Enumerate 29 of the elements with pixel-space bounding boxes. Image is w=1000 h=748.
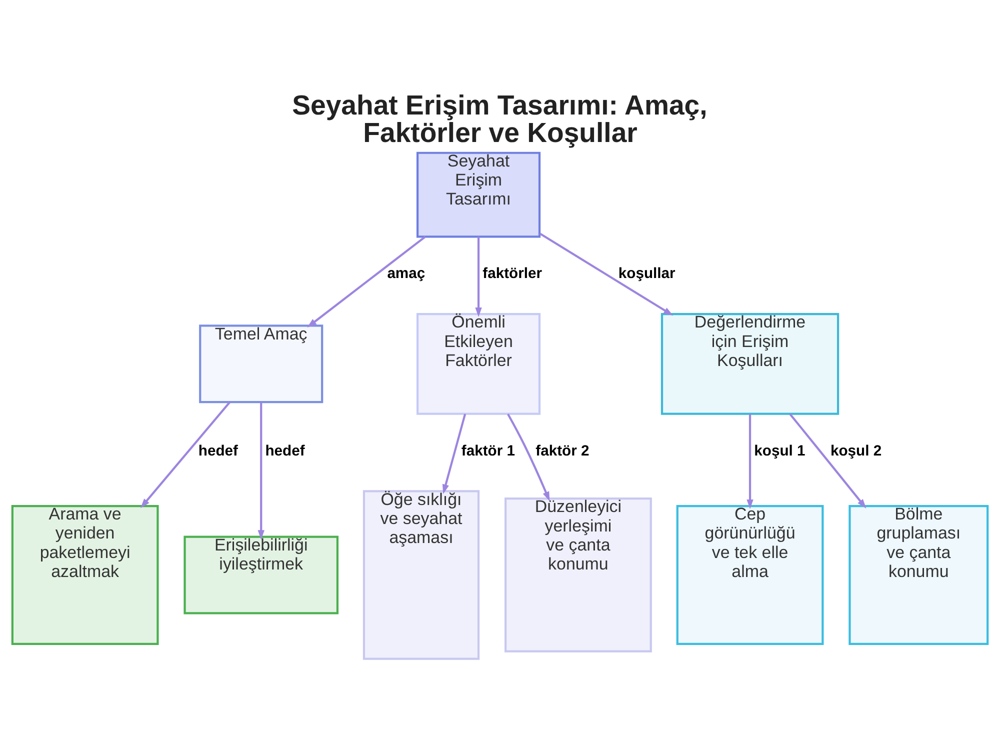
diagram-title: Seyahat Erişim Tasarımı: Amaç, Faktörler ve Koşullar <box>292 89 708 148</box>
arrow <box>140 402 230 508</box>
edge-label: faktör 1 <box>461 443 515 460</box>
arrow <box>539 232 674 316</box>
edge-label: koşul 1 <box>754 443 806 460</box>
node-box: Temel Amaç <box>199 324 324 404</box>
node-box: Cep görünürlüğü ve tek elle alma <box>676 504 824 645</box>
arrow <box>746 414 754 510</box>
arrow <box>507 414 550 502</box>
edge-label: amaç <box>387 266 426 282</box>
node-box: Bölme gruplaması ve çanta konumu <box>848 504 989 645</box>
node-box: Öğe sıklığı ve seyahat aşaması <box>362 490 480 660</box>
node-box: Önemli Etkileyen Faktörler <box>416 313 541 415</box>
node-box: Erişilebilirliği iyileştirmek <box>184 536 339 614</box>
node-box: Arama ve yeniden paketlemeyi azaltmak <box>11 504 159 645</box>
edge-label: hedef <box>198 443 238 460</box>
edge-label: faktör 2 <box>536 443 590 460</box>
arrow <box>258 402 264 540</box>
arrow <box>789 414 866 509</box>
node-box: Değerlendirme için Erişim Koşulları <box>660 313 840 415</box>
edge-label: koşullar <box>618 266 676 282</box>
arrow <box>307 236 426 328</box>
node-box: Seyahat Erişim Tasarımı <box>416 152 541 238</box>
edge-label: koşul 2 <box>830 443 882 460</box>
arrow <box>475 236 482 318</box>
arrow <box>442 414 466 494</box>
node-box: Düzenleyici yerleşimi ve çanta konumu <box>504 498 652 652</box>
edge-label: faktörler <box>482 266 542 282</box>
edge-label: hedef <box>265 443 305 460</box>
